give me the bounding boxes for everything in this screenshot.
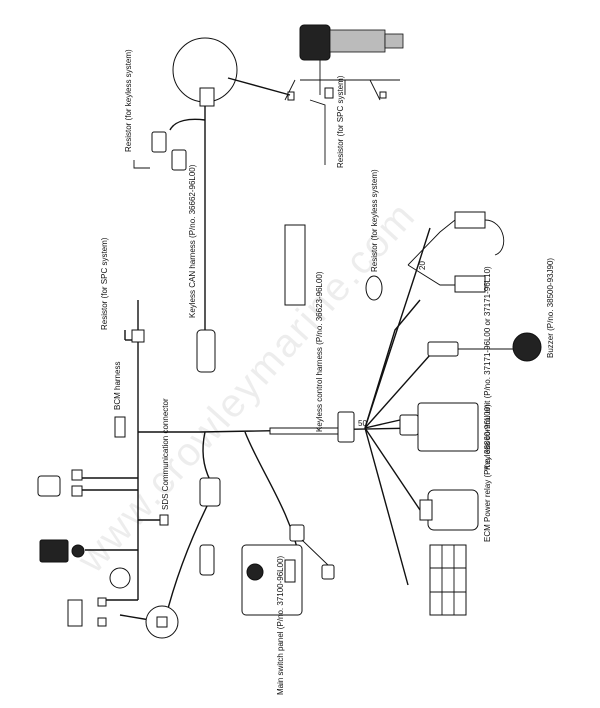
terminal-grid-icon [429, 544, 467, 616]
label-sds-connector: SDS Communication connector [161, 398, 170, 510]
label-keyless-control-harness: Keyless control harness (P/no. 36623-96L… [315, 271, 324, 432]
can-harness-connector-icon [196, 224, 306, 373]
lower-connector-icon [199, 477, 221, 576]
label-ecm-power-relay: ECM Power relay (P/no. 38860-96L00) [483, 404, 492, 542]
keyless-control-unit-icon [399, 402, 479, 452]
detail-magnifier [172, 37, 291, 107]
mark-20: 20 [418, 261, 427, 270]
resistor-keyless-top-icon [151, 131, 187, 171]
label-resistor-keyless-top: Resistor (for keyless system) [124, 49, 133, 152]
label-buzzer: Buzzer (P/no. 38500-93J90) [546, 258, 555, 358]
label-keyless-can-harness: Keyless CAN harness (P/no. 36662-96L00) [188, 164, 197, 318]
leader-resistor-keyless-top [133, 160, 150, 169]
main-switch-panel-icon [241, 524, 335, 616]
label-bcm-harness: BCM harness [113, 362, 122, 410]
keyless-control-connector-icon [269, 411, 355, 443]
junction-connectors-icon [454, 211, 505, 293]
resistor-keyless-right-icon [365, 275, 383, 301]
leader-resistor-spc [309, 99, 326, 165]
outboard-motor-icon [284, 24, 404, 101]
buzzer-icon [427, 332, 542, 362]
bcm-components-icon [37, 329, 179, 639]
mark-50: 50 [358, 419, 367, 428]
label-resistor-spc-left: Resistor (for SPC system) [100, 237, 109, 330]
label-resistor-keyless-right: Resistor (for keyless system) [370, 169, 379, 272]
label-keyless-control-unit: Keyless control unit (P/no. 37171-96L00 … [483, 266, 492, 470]
label-resistor-spc: Resistor (for SPC system) [336, 75, 345, 168]
ecm-power-relay-icon [419, 489, 479, 531]
label-main-switch-panel: Main switch panel (P/no. 37100-96L00) [276, 555, 285, 695]
